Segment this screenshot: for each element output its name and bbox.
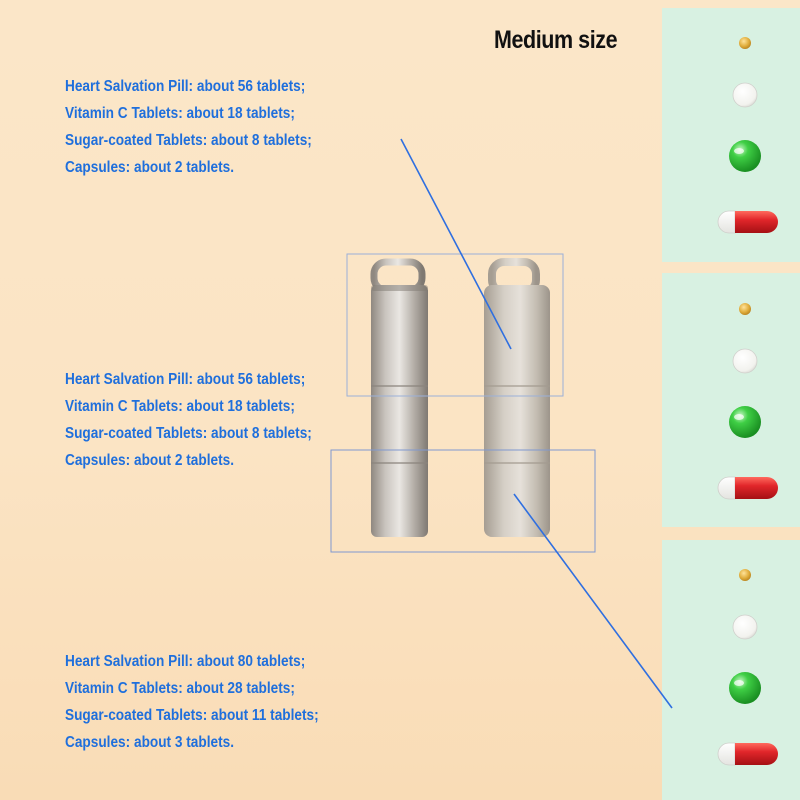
- info-line-vitamin-c: Vitamin C Tablets: about 18 tablets;: [65, 398, 295, 415]
- size-title: Medium size: [494, 26, 618, 54]
- info-line-heart-pill: Heart Salvation Pill: about 80 tablets;: [65, 653, 306, 670]
- info-line-sugar-coated: Sugar-coated Tablets: about 8 tablets;: [65, 132, 312, 149]
- container-medium-icon: [484, 258, 550, 537]
- info-line-capsules: Capsules: about 2 tablets.: [65, 452, 235, 469]
- size-info-middle: Heart Salvation Pill: about 56 tablets; …: [65, 366, 312, 474]
- container-small-icon: [370, 258, 428, 537]
- highlight-frame-lower: [330, 449, 596, 553]
- info-line-sugar-coated: Sugar-coated Tablets: about 11 tablets;: [65, 707, 319, 724]
- info-line-heart-pill: Heart Salvation Pill: about 56 tablets;: [65, 78, 306, 95]
- highlight-frame-upper: [346, 253, 564, 397]
- pill-set-middle: [717, 302, 779, 500]
- size-info-lower: Heart Salvation Pill: about 80 tablets; …: [65, 648, 319, 756]
- info-line-vitamin-c: Vitamin C Tablets: about 28 tablets;: [65, 680, 295, 697]
- pill-set-lower: [717, 568, 779, 766]
- pointer-line-upper: [400, 138, 512, 350]
- info-line-vitamin-c: Vitamin C Tablets: about 18 tablets;: [65, 105, 295, 122]
- pill-set-upper: [717, 36, 779, 234]
- info-line-sugar-coated: Sugar-coated Tablets: about 8 tablets;: [65, 425, 312, 442]
- pointer-line-lower: [513, 493, 673, 709]
- info-line-capsules: Capsules: about 3 tablets.: [65, 734, 235, 751]
- info-line-capsules: Capsules: about 2 tablets.: [65, 159, 235, 176]
- size-info-upper: Heart Salvation Pill: about 56 tablets; …: [65, 73, 312, 181]
- info-line-heart-pill: Heart Salvation Pill: about 56 tablets;: [65, 371, 306, 388]
